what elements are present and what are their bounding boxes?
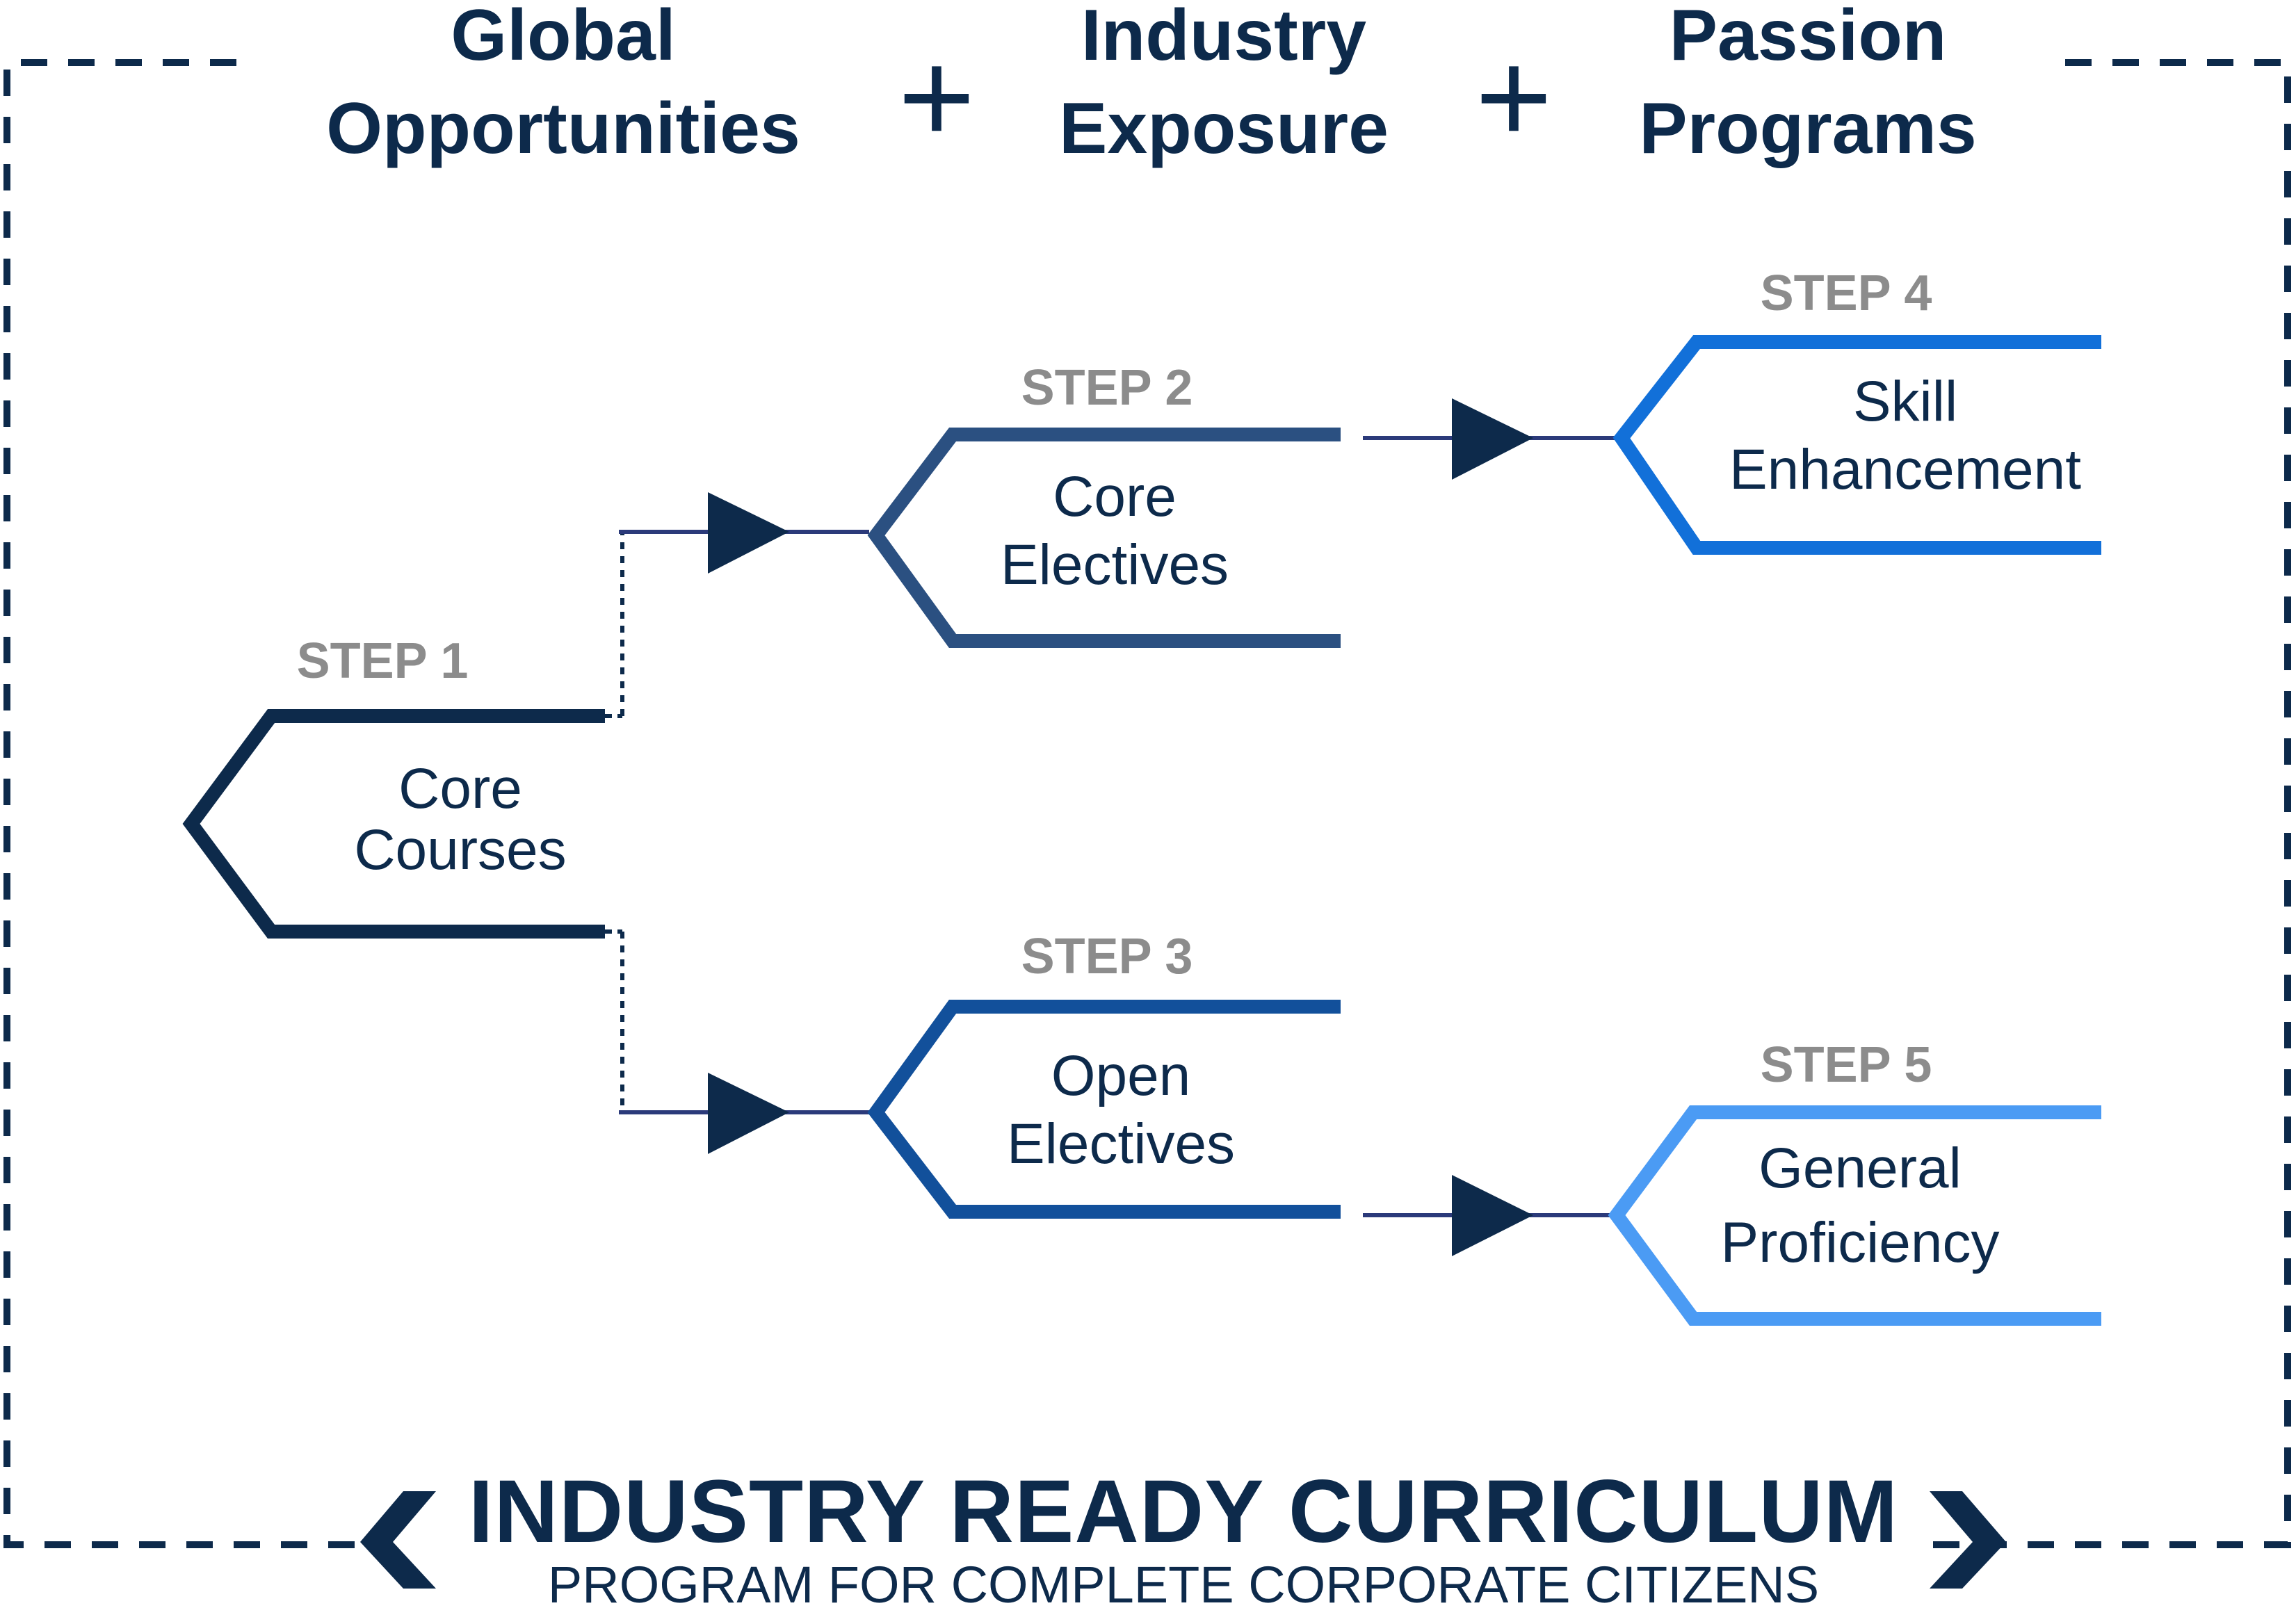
step-3-label: STEP 3 [1021, 929, 1193, 984]
pillar-passion-line1: Passion [1670, 0, 1947, 76]
step-1-title-line1: Core [398, 757, 522, 820]
arrow-to-step5-icon [1452, 1175, 1533, 1256]
footer-subtitle: PROGRAM FOR COMPLETE CORPORATE CITIZENS [548, 1556, 1819, 1608]
step-4-chevron-bracket [1612, 335, 2101, 555]
step-4-title-line2: Enhancement [1729, 438, 2081, 501]
step-2: STEP 2 Core Electives [867, 360, 1341, 648]
chevron-right-icon [1930, 1491, 2006, 1589]
step-5: STEP 5 General Proficiency [1608, 1037, 2101, 1326]
step-1-chevron-bracket [182, 709, 605, 939]
footer-title: INDUSTRY READY CURRICULUM [469, 1462, 1899, 1561]
step-5-chevron-bracket [1608, 1105, 2101, 1326]
step-2-title-line1: Core [1053, 465, 1177, 528]
step-2-chevron-bracket [867, 428, 1341, 648]
arrow-to-step3-icon [708, 1073, 789, 1154]
plus-separator-1: + [898, 24, 976, 171]
footer: INDUSTRY READY CURRICULUM PROGRAM FOR CO… [360, 1462, 2006, 1608]
pillar-global-line2: Opportunities [326, 88, 800, 169]
header: Global Opportunities + Industry Exposure… [326, 0, 1977, 171]
step-1-title-line2: Courses [354, 818, 566, 882]
step-4-label: STEP 4 [1761, 266, 1932, 321]
pillar-industry-line1: Industry [1081, 0, 1366, 76]
pillar-industry-line2: Exposure [1059, 88, 1389, 169]
step-3-chevron-bracket [867, 1000, 1341, 1219]
pillar-passion-line2: Programs [1639, 88, 1977, 169]
step-5-label: STEP 5 [1761, 1037, 1932, 1093]
step-4: STEP 4 Skill Enhancement [1612, 266, 2101, 555]
chevron-left-icon [360, 1491, 436, 1589]
step-3: STEP 3 Open Electives [867, 929, 1341, 1219]
connectors [605, 398, 1617, 1256]
step-4-title-line1: Skill [1853, 370, 1957, 433]
step-3-title-line1: Open [1051, 1044, 1191, 1107]
plus-separator-2: + [1476, 24, 1553, 171]
step-5-title-line2: Proficiency [1720, 1211, 1999, 1274]
step-1-label: STEP 1 [297, 633, 469, 689]
step-1: STEP 1 Core Courses [182, 633, 605, 939]
arrow-to-step2-icon [708, 492, 789, 574]
pillar-global-line1: Global [451, 0, 676, 76]
step-3-title-line2: Electives [1007, 1112, 1235, 1176]
step-5-title-line1: General [1759, 1137, 1962, 1200]
step-2-title-line2: Electives [1001, 533, 1229, 596]
dashed-frame [3, 59, 2291, 1548]
step-2-label: STEP 2 [1021, 360, 1193, 416]
arrow-to-step4-icon [1452, 398, 1533, 480]
